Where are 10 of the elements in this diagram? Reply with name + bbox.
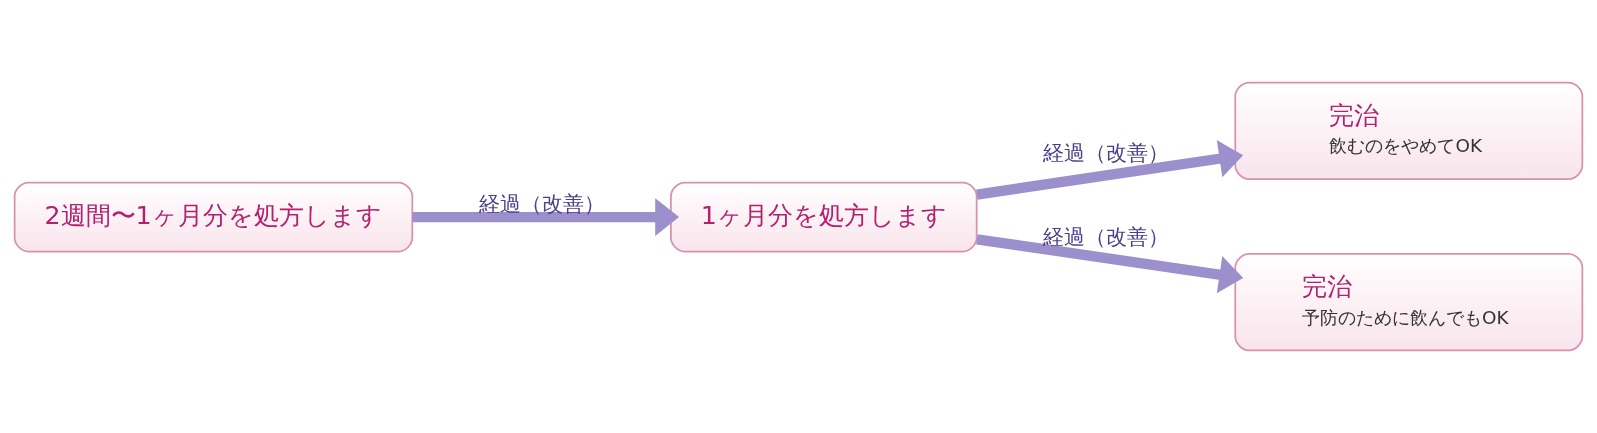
- edge-label: 経過（改善）: [478, 191, 605, 216]
- edge-label: 経過（改善）: [1042, 224, 1169, 249]
- node-box: 完治 飲むのをやめてOK: [1234, 81, 1584, 180]
- arrow: [976, 234, 1244, 294]
- arrow: [412, 198, 680, 236]
- node-box: 2週間〜1ヶ月分を処方します: [13, 181, 414, 253]
- node-box: 完治 予防のために飲んでもOK: [1234, 253, 1584, 352]
- node-box: 1ヶ月分を処方します: [670, 181, 978, 253]
- arrow: [976, 140, 1244, 200]
- edge-label: 経過（改善）: [1042, 141, 1169, 166]
